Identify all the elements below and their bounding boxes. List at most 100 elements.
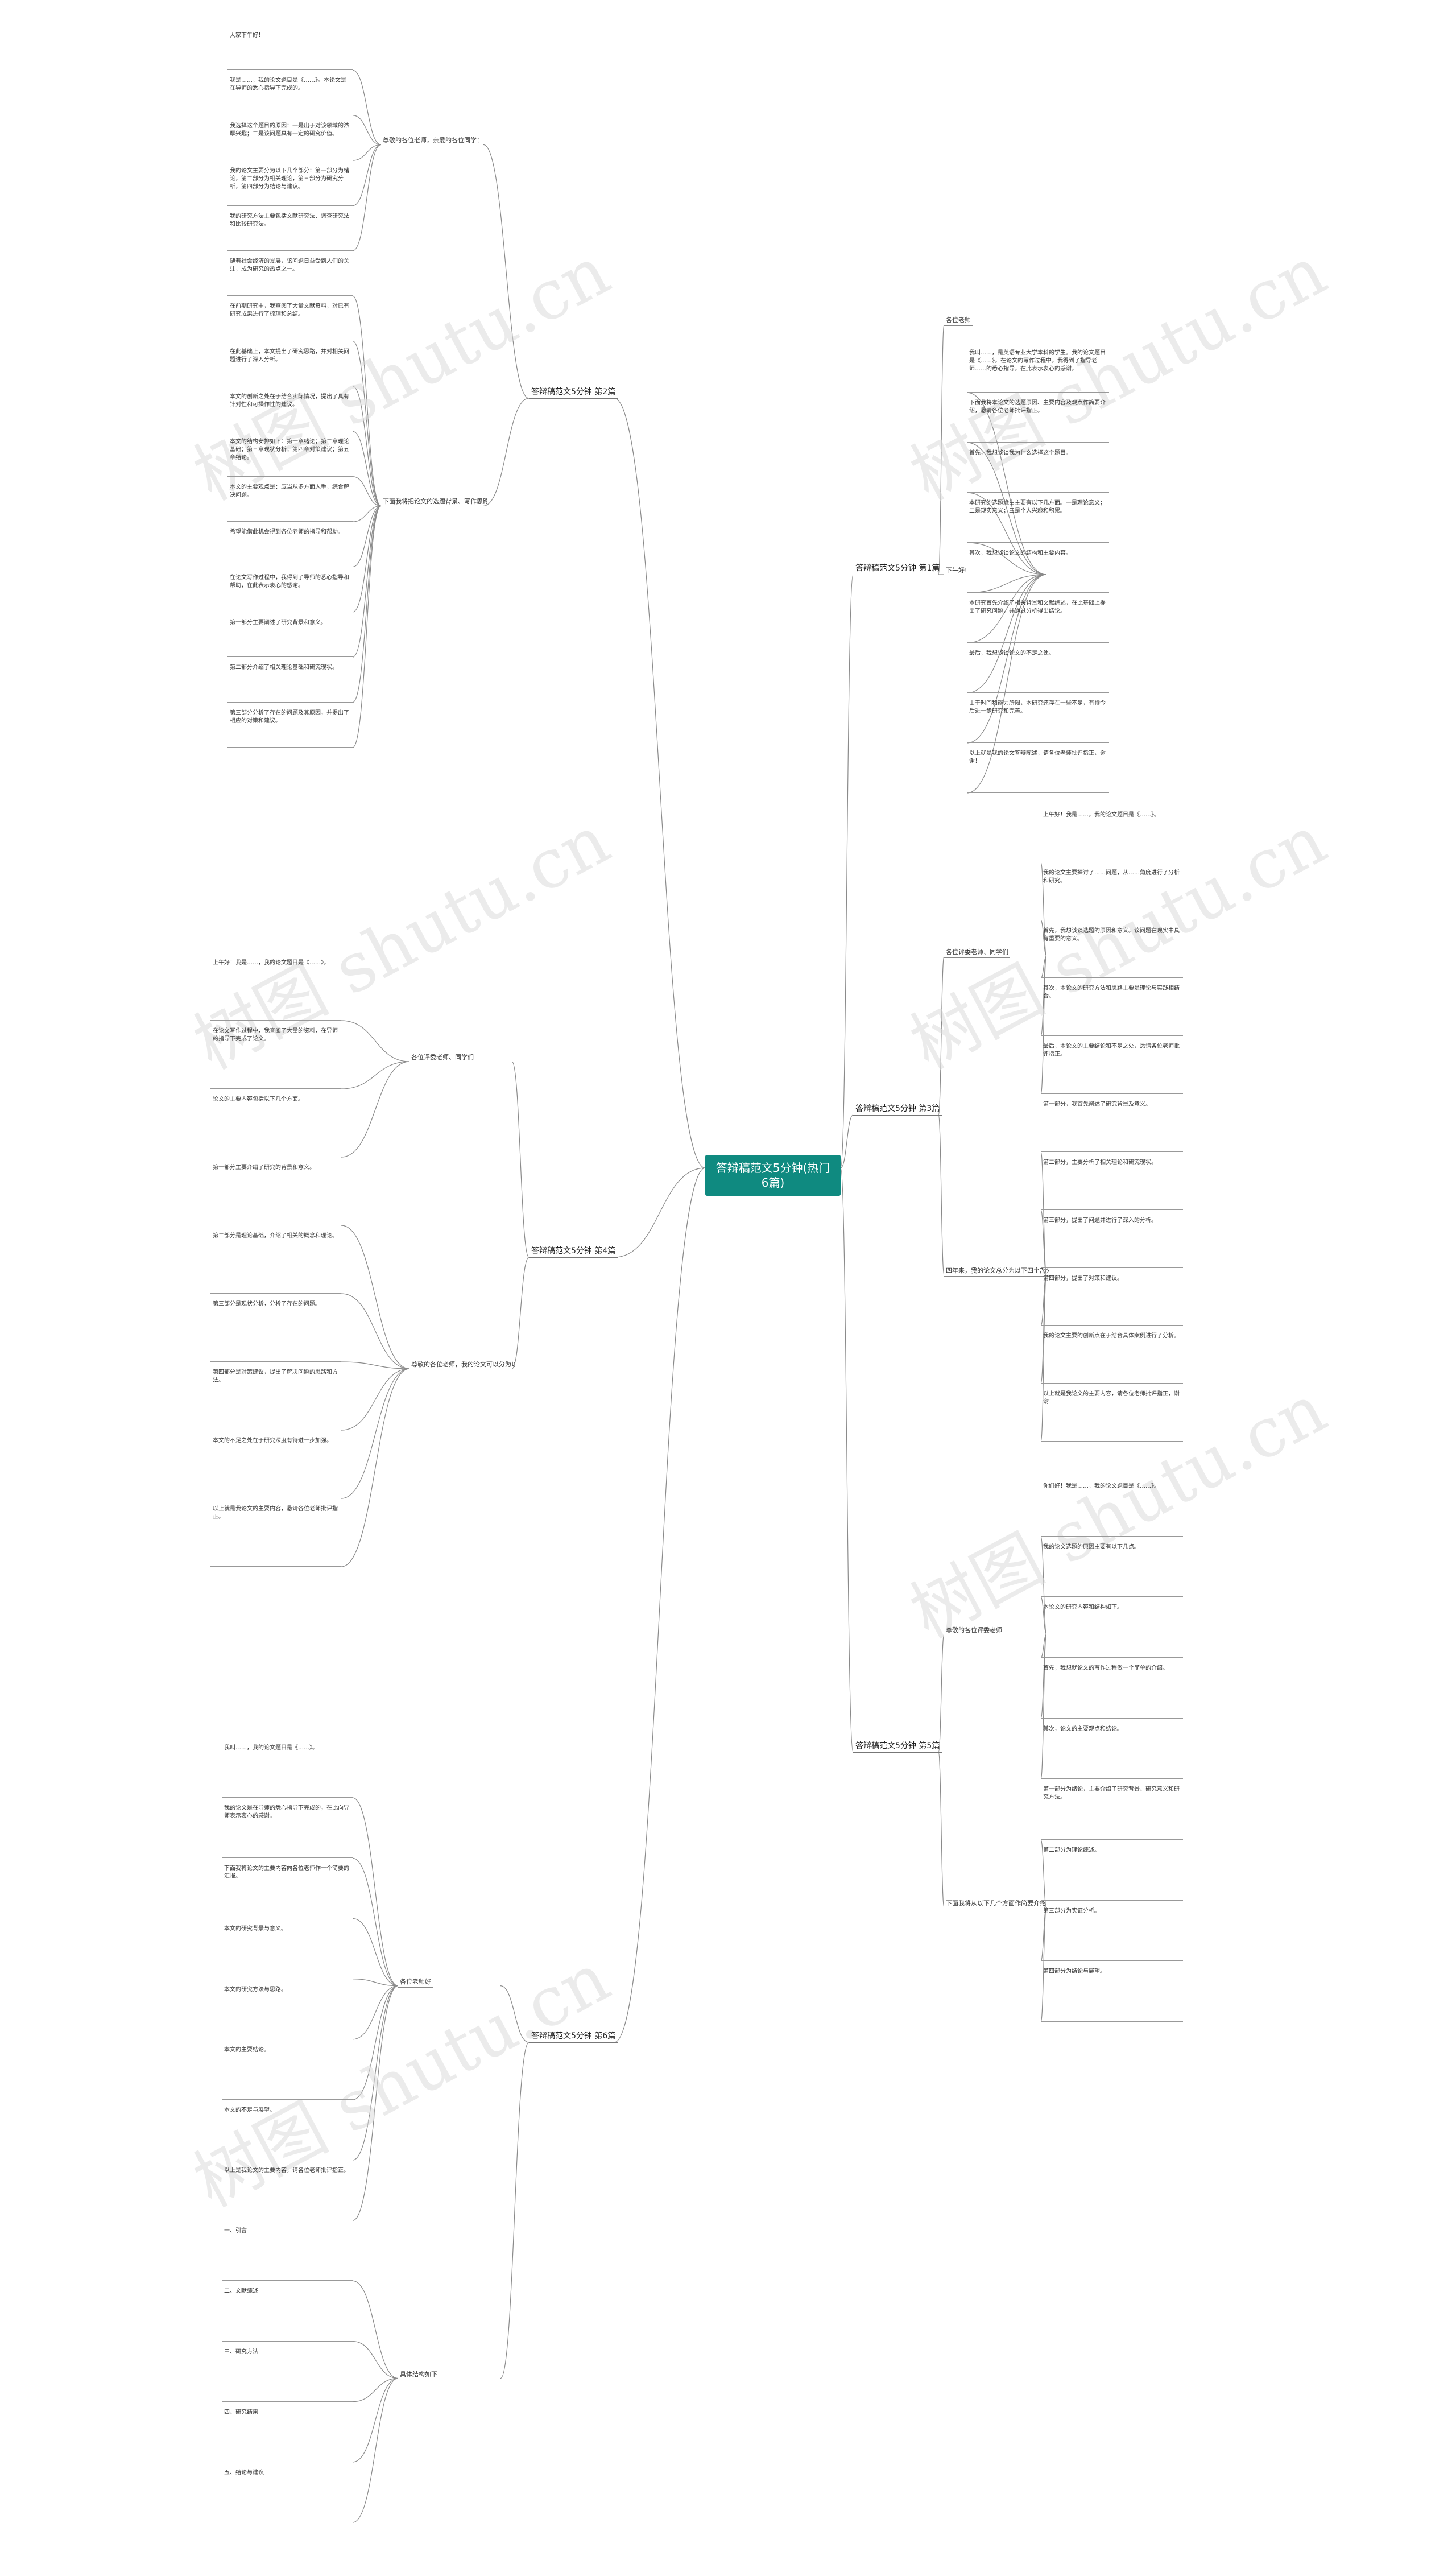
connector-line (352, 505, 382, 613)
connector-line (352, 505, 382, 568)
leaf-text: 三、研究方法 (222, 2347, 353, 2402)
leaf-text: 首先，我想谈谈我为什么选择这个题目。 (967, 448, 1109, 493)
leaf-text: 最后，本论文的主要结论和不足之处，恳请各位老师批评指正。 (1041, 1042, 1183, 1095)
leaf-text: 本文的主要结论。 (222, 2045, 353, 2100)
leaf-text: 一、引言 (222, 2226, 353, 2281)
connector-line (341, 1061, 410, 1089)
connector-line (341, 1361, 410, 1369)
branch-node[interactable]: 答辩稿范文5分钟 第4篇 (529, 1246, 618, 1258)
mindmap-root[interactable]: 答辩稿范文5分钟(热门6篇) (705, 1155, 841, 1196)
connector-line (352, 144, 382, 207)
leaf-text: 第四部分为结论与展望。 (1041, 1967, 1183, 2022)
connector-line (352, 2378, 399, 2463)
connector-line (1040, 862, 1047, 957)
leaf-text: 其次，本论文的研究方法和思路主要是理论与实践相结合。 (1041, 984, 1183, 1037)
sub-node[interactable]: 各位老师 (944, 316, 973, 326)
sub-node[interactable]: 四年来，我的论文总分为以下四个部分 (944, 1266, 1050, 1277)
leaf-text: 其次，我想谈谈论文的结构和主要内容。 (967, 548, 1109, 593)
leaf-text: 第一部分，我首先阐述了研究背景及意义。 (1041, 1100, 1183, 1152)
connector-line (352, 69, 382, 146)
sub-node[interactable]: 下午好! (944, 566, 969, 576)
leaf-text: 我叫……，我的论文题目是《……》。 (222, 1743, 353, 1798)
connector-line (352, 431, 382, 507)
branch-node[interactable]: 答辩稿范文5分钟 第5篇 (853, 1741, 942, 1753)
connector-line (352, 1797, 399, 1987)
sub-node[interactable]: 具体结构如下 (398, 2370, 439, 2380)
leaf-text: 本文的创新之处在于结合实际情况，提出了具有针对性和可操作性的建议。 (228, 392, 353, 432)
leaf-text: 下面我将本论文的选题原因、主要内容及观点作简要介绍，恳请各位老师批评指正。 (967, 398, 1109, 443)
connector-line (352, 505, 382, 658)
leaf-text: 下面我将论文的主要内容向各位老师作一个简要的汇报。 (222, 1864, 353, 1919)
leaf-text: 本论文的研究内容和结构如下。 (1041, 1603, 1183, 1658)
branch-node[interactable]: 答辩稿范文5分钟 第1篇 (853, 563, 942, 575)
connector-line (1040, 955, 1047, 1095)
branch-node[interactable]: 答辩稿范文5分钟 第6篇 (529, 2031, 618, 2043)
connector-line (966, 542, 1047, 575)
connector-line (938, 1114, 945, 1275)
connector-line (352, 115, 382, 146)
connector-line (840, 1167, 854, 1753)
connector-line (840, 574, 854, 1168)
connector-line (352, 2378, 399, 2402)
leaf-text: 我叫……，是英语专业大学本科的学生。我的论文题目是《……》。在论文的写作过程中，… (967, 348, 1109, 393)
connector-line (1040, 1209, 1047, 1275)
connector-line (840, 1114, 854, 1168)
connector-line (352, 2280, 399, 2379)
connector-line (352, 1985, 399, 2221)
sub-node[interactable]: 尊敬的各位老师，我的论文可以分为以下几个部分 (410, 1360, 515, 1370)
leaf-text: 本研究首先介绍了相关背景和文献综述，在此基础上提出了研究问题，并通过分析得出结论… (967, 598, 1109, 643)
sub-node[interactable]: 尊敬的各位评委老师 (944, 1626, 1004, 1636)
connector-line (966, 442, 1047, 575)
leaf-text: 第四部分是对策建议，提出了解决问题的思路和方法。 (210, 1368, 341, 1430)
leaf-text: 以上是我论文的主要内容，请各位老师批评指正。 (222, 2166, 353, 2221)
leaf-text: 大家下午好！ (228, 31, 353, 71)
leaf-text: 本文的研究背景与意义。 (222, 1924, 353, 1979)
connector-line (966, 392, 1047, 575)
connector-line (1040, 1274, 1047, 1442)
branch-node[interactable]: 答辩稿范文5分钟 第3篇 (853, 1104, 942, 1116)
connector-line (341, 1225, 410, 1369)
leaf-text: 由于时间和能力所限，本研究还存在一些不足，有待今后进一步研究和完善。 (967, 699, 1109, 743)
leaf-text: 以上就是我的论文答辩陈述，请各位老师批评指正，谢谢！ (967, 749, 1109, 793)
connector-line (938, 1634, 945, 1753)
branch-node[interactable]: 答辩稿范文5分钟 第2篇 (529, 387, 618, 399)
connector-line (341, 1368, 410, 1499)
connector-line (938, 955, 945, 1116)
sub-node[interactable]: 各位评委老师、同学们 (944, 948, 1010, 958)
leaf-text: 我是……，我的论文题目是《……》。本论文是在导师的悉心指导下完成的。 (228, 76, 353, 115)
connector-line (938, 1752, 945, 1908)
sub-node[interactable]: 各位老师好 (398, 1977, 433, 1988)
connector-line (483, 398, 530, 507)
leaf-text: 我的论文主要分为以下几个部分：第一部分为绪论，第二部分为相关理论，第三部分为研究… (228, 166, 353, 206)
connector-line (966, 492, 1047, 575)
sub-node[interactable]: 尊敬的各位老师，亲爱的各位同学： (381, 136, 485, 147)
connector-line (614, 398, 706, 1168)
leaf-text: 首先，我想谈谈选题的原因和意义。该问题在现实中具有重要的意义。 (1041, 926, 1183, 978)
connector-line (352, 1979, 399, 1987)
connector-line (614, 1167, 706, 1258)
connector-line (966, 574, 1047, 693)
leaf-text: 上午好！我是……，我的论文题目是《……》。 (1041, 810, 1183, 862)
connector-line (500, 1985, 530, 2043)
connector-line (352, 386, 382, 507)
connector-line (352, 144, 382, 251)
connector-line (966, 574, 1047, 643)
leaf-text: 本文的研究方法与思路。 (222, 1985, 353, 2039)
connector-line (614, 1167, 706, 2043)
sub-node[interactable]: 下面我将把论文的选题背景、写作思路以及研究主要内容向各位老师作简要汇报 (381, 497, 487, 508)
connector-line (352, 1857, 399, 1987)
leaf-text: 本研究的选题缘由主要有以下几方面。一是理论意义；二是现实意义；三是个人兴趣和积累… (967, 498, 1109, 543)
connector-line (352, 505, 382, 748)
leaf-text: 第三部分是现状分析，分析了存在的问题。 (210, 1299, 341, 1362)
leaf-text: 第一部分主要阐述了研究背景和意义。 (228, 618, 353, 658)
leaf-text: 第二部分介绍了相关理论基础和研究现状。 (228, 663, 353, 703)
connector-line (1040, 920, 1047, 957)
leaf-text: 论文的主要内容包括以下几个方面。 (210, 1095, 341, 1157)
leaf-text: 我的论文主要探讨了……问题，从……角度进行了分析和研究。 (1041, 868, 1183, 920)
leaf-text: 以上就是我论文的主要内容，恳请各位老师批评指正。 (210, 1504, 341, 1567)
leaf-text: 第二部分，主要分析了相关理论和研究现状。 (1041, 1158, 1183, 1210)
connector-line (341, 1061, 410, 1158)
sub-node[interactable]: 各位评委老师、同学们 (410, 1053, 475, 1063)
connector-line (341, 1368, 410, 1431)
sub-node[interactable]: 下面我将从以下几个方面作简要介绍 (944, 1899, 1048, 1909)
